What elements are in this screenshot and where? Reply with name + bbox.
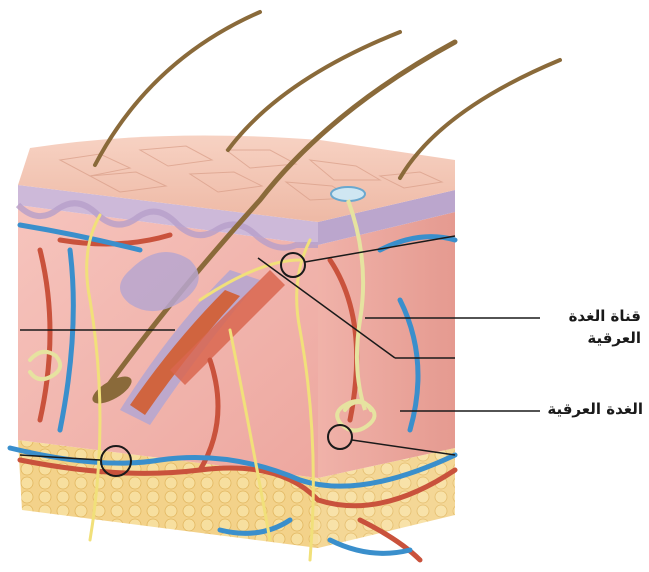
- dermis-side: [318, 212, 455, 478]
- sweat-pore: [331, 187, 365, 201]
- sweat-duct-label-line2: العرقية: [569, 327, 641, 349]
- sweat-duct-label-line1: قناة الغدة: [569, 305, 641, 327]
- sweat-duct-label: قناة الغدة العرقية: [569, 305, 641, 349]
- sweat-gland-label: الغدة العرقية: [547, 398, 643, 420]
